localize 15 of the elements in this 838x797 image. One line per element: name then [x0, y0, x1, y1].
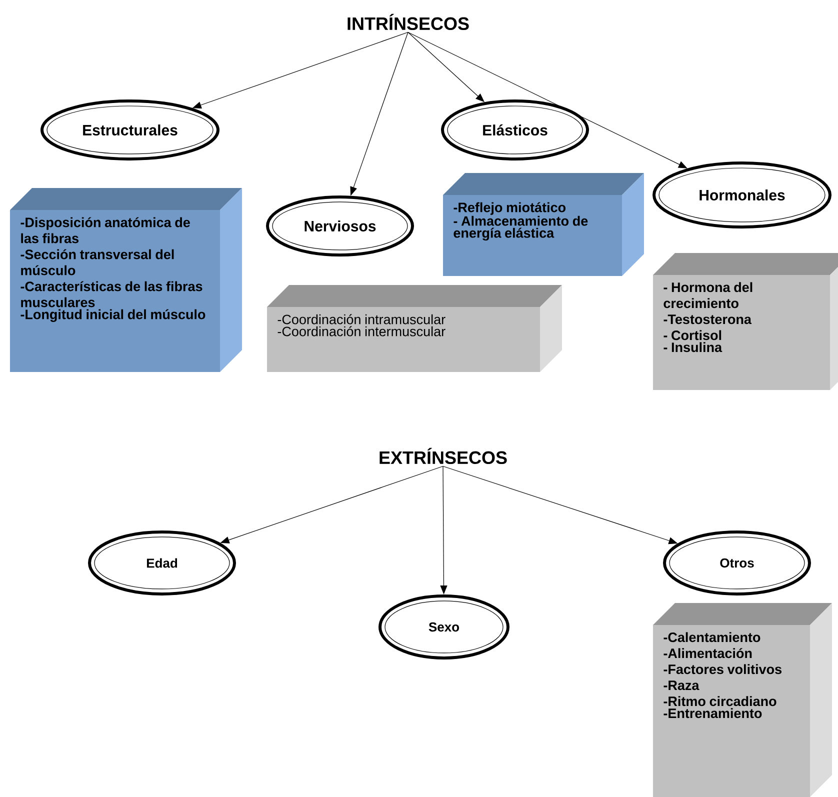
cube-box: -Reflejo miotático - Almacenamiento de energía elástica [443, 172, 644, 276]
ellipse-node: Elásticos [441, 99, 589, 160]
cube-box: -Disposición anatómica de las fibras -Sección transversal del músculo -Características de las fibras musculares -Longitud inicial del músculo [10, 188, 242, 372]
heading: EXTRÍNSECOS [380, 448, 507, 464]
cube-box: -Coordinación intramuscular -Coordinación intermuscular [267, 284, 562, 372]
ellipse-node: Estructurales [40, 99, 220, 160]
ellipse-node: Sexo [378, 594, 510, 660]
ellipse-node: Edad [88, 530, 236, 596]
arrow [408, 32, 688, 168]
ellipse-node: Otros [663, 530, 811, 596]
cube-box: -Calentamiento -Alimentación -Factores volitivos -Raza -Ritmo circadiano -Entrenamiento [653, 602, 832, 797]
ellipse-node: Hormonales [652, 161, 832, 228]
cube-box: - Hormona del crecimiento -Testosterona - Cortisol - Insulina [653, 253, 838, 390]
ellipse-node: Nerviosos [266, 195, 414, 256]
heading: INTRÍNSECOS [348, 14, 469, 30]
